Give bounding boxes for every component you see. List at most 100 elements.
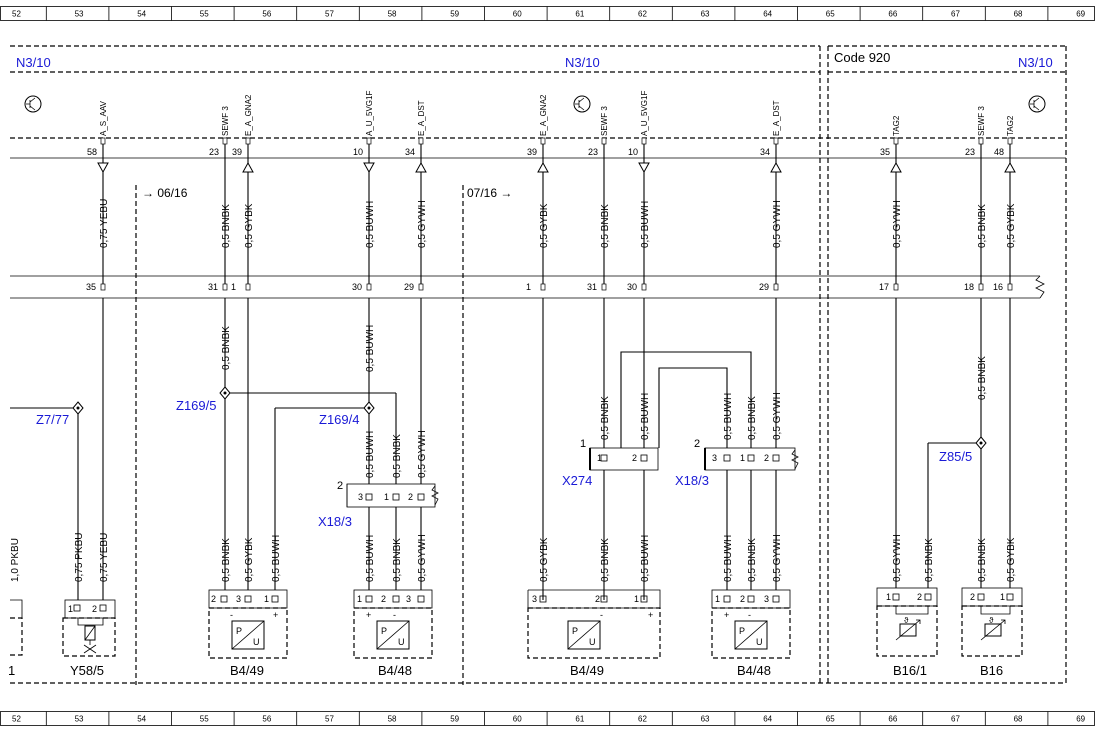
wire-label: 0,5 BUWH: [365, 325, 376, 372]
ruler-number: 61: [575, 10, 584, 19]
wire-label: 0,5 BNBK: [392, 538, 403, 582]
wire-label: 1,0 PKBU: [10, 538, 21, 582]
wire-label: 0,5 BUWH: [723, 393, 734, 440]
wire-label: 0,5 GYWH: [772, 392, 783, 440]
output-arrow-icon: [363, 162, 375, 174]
pin-number: 2: [740, 594, 745, 604]
pin-terminal: [418, 283, 424, 291]
sensor-u: U: [398, 637, 405, 647]
pin-number: 2: [92, 604, 97, 614]
pin-polarity: +: [273, 610, 278, 620]
wire-label: 0,5 GYBK: [1006, 203, 1017, 248]
code-label: Code 920: [834, 50, 890, 65]
input-arrow-icon: [890, 161, 902, 173]
wire-label: 0,5 BNBK: [221, 204, 232, 248]
pin-number: 2: [632, 453, 637, 463]
pin-number: 10: [628, 147, 638, 157]
wire-label: 0,5 GYWH: [772, 200, 783, 248]
pin-number: 1: [526, 282, 531, 292]
module-frames: [10, 45, 1067, 685]
connector-x274: 1 1 2: [580, 438, 659, 471]
module-label-right: N3/10: [1018, 55, 1053, 70]
splice-label-z169-5: Z169/5: [176, 398, 216, 413]
pin-terminal: [245, 137, 251, 145]
sensor-u: U: [253, 637, 260, 647]
wire-label: 0,5 BNBK: [600, 204, 611, 248]
pin-terminal: [366, 137, 372, 145]
wire-label: 0,5 GYWH: [892, 534, 903, 582]
pin-number: 1: [886, 592, 891, 602]
pin-terminal: [245, 283, 251, 291]
pin-number: 39: [527, 147, 537, 157]
wire-label: 0,5 GYBK: [1006, 537, 1017, 582]
pin-number: 1: [357, 594, 362, 604]
pin-number: 1: [264, 594, 269, 604]
pin-name: TAG2: [1006, 115, 1015, 136]
ruler-number: 54: [137, 10, 146, 19]
pin-terminal: [641, 137, 647, 145]
component-label-partial: 1: [8, 663, 15, 678]
connector-x18-3-right: 2 3 1 2: [694, 438, 799, 471]
transistor-icon: [573, 95, 591, 113]
pin-number: 30: [352, 282, 362, 292]
ruler-number: 55: [200, 715, 209, 724]
pin-terminal: [540, 137, 546, 145]
pin-number: 1: [68, 604, 73, 614]
pin-terminal: [773, 137, 779, 145]
splice-z169-4: [363, 401, 375, 415]
pin-name: E_A_GNA2: [244, 94, 253, 136]
ruler-number: 60: [513, 10, 522, 19]
pin-number: 3: [236, 594, 241, 604]
wire-label: 0,5 BNBK: [924, 538, 935, 582]
wire-label: 0,5 BNBK: [600, 396, 611, 440]
component-b16-1: 1 2 ϑ B16/1: [876, 587, 938, 678]
wire-label: 0,75 YEBU: [99, 533, 110, 582]
ruler-number: 53: [75, 10, 84, 19]
ruler-number: 61: [575, 715, 584, 724]
reference-07-16: 07/16 →: [467, 186, 512, 200]
pin-name: E_A_DST: [417, 100, 426, 136]
ruler-number: 56: [262, 10, 271, 19]
wire-label: 0,5 BNBK: [221, 326, 232, 370]
pin-number: 2: [408, 492, 413, 502]
output-arrow-icon: [97, 162, 109, 174]
sensor-theta: ϑ: [904, 616, 909, 625]
pin-polarity: -: [393, 610, 396, 620]
sensor-p: P: [572, 626, 578, 636]
wire-label: 0,5 GYWH: [417, 200, 428, 248]
wire-label: 0,5 GYWH: [417, 534, 428, 582]
module-label-left: N3/10: [16, 55, 51, 70]
pin-number: 30: [627, 282, 637, 292]
pin-number: 31: [208, 282, 218, 292]
pin-number: 2: [970, 592, 975, 602]
wire-label: 0,5 GYBK: [539, 537, 550, 582]
input-arrow-icon: [537, 161, 549, 173]
pin-number: 29: [404, 282, 414, 292]
wire-label: 0,5 BUWH: [365, 535, 376, 582]
pin-number: 23: [209, 147, 219, 157]
sensor-u: U: [756, 637, 763, 647]
output-arrow-icon: [638, 162, 650, 174]
ruler-number: 55: [200, 10, 209, 19]
pin-polarity: +: [366, 610, 371, 620]
wire-label: 0,5 BUWH: [723, 535, 734, 582]
ruler-number: 69: [1076, 10, 1085, 19]
module-label-center: N3/10: [565, 55, 600, 70]
pin-name: SEWF 3: [600, 106, 609, 136]
pin-polarity: -: [600, 610, 603, 620]
component-label-y58-5: Y58/5: [70, 663, 104, 678]
wire-label: 0,5 GYBK: [244, 537, 255, 582]
ruler-number: 66: [888, 10, 897, 19]
wire-label: 0,5 BNBK: [600, 538, 611, 582]
pin-number: 1: [634, 594, 639, 604]
ruler-number: 64: [763, 715, 772, 724]
sensor-u: U: [589, 637, 596, 647]
pin-number: 1: [597, 453, 602, 463]
pin-number: 16: [993, 282, 1003, 292]
ruler-number: 63: [701, 10, 710, 19]
